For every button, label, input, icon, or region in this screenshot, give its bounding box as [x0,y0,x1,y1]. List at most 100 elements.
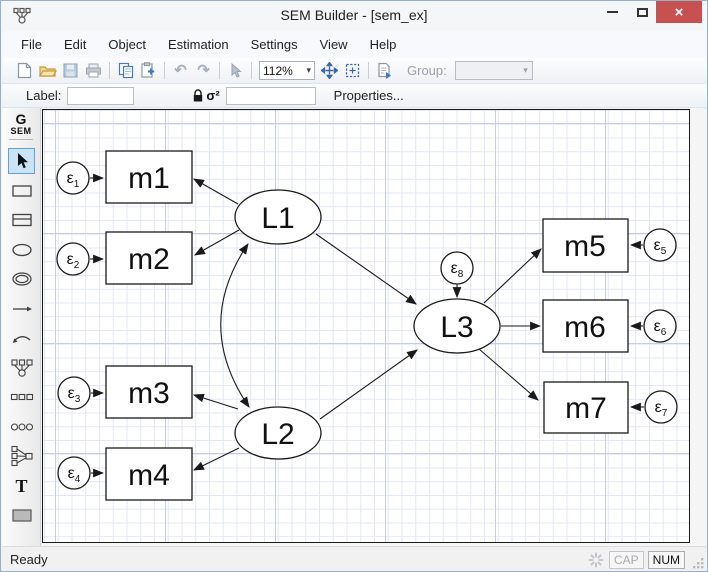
zoom-value: 112% [263,63,293,78]
group-label: Group: [407,63,447,78]
error-node-e3[interactable] [57,376,91,410]
path-L3-m7[interactable] [478,348,539,401]
title-bar: SEM Builder - [sem_ex] × [1,1,707,31]
copy-icon [118,62,133,79]
text-tool-icon: T [15,475,28,496]
path-L1-m2[interactable] [194,229,240,256]
area-icon [11,508,32,522]
sem-diagram: m1 m2 m3 m4 m5 m6 m7 L1 L2 L3 ε1 ε2 ε3 ε… [56,150,678,501]
open-button[interactable] [37,60,58,81]
variables-sheet-button[interactable] [374,60,395,81]
menu-view[interactable]: View [319,37,348,52]
observed-node-m4[interactable] [105,447,193,501]
path-L2-L3[interactable] [319,349,418,420]
path-L2-m3[interactable] [192,393,239,410]
label-bar: Label: σ² Properties... [2,84,707,108]
toolbar: ↶ ↷ 112% ▾ [2,58,707,84]
variance-input[interactable] [225,86,316,105]
close-button[interactable]: × [656,1,702,23]
error-node-e7[interactable] [644,390,678,424]
fit-arrows-icon [321,62,338,79]
sheet-arrow-icon [377,62,391,79]
latent-node-L2[interactable] [234,406,322,460]
svg-text:ε6: ε6 [654,318,667,338]
print-icon [86,63,101,78]
tool-add-generalized-response[interactable] [8,207,35,233]
tool-add-area[interactable] [8,502,35,528]
minimize-button[interactable] [599,1,625,23]
save-floppy-icon [63,63,78,78]
group-combobox[interactable]: ▾ [454,61,533,80]
maximize-icon [636,7,648,17]
tool-add-observed-variable[interactable] [8,178,35,204]
tool-add-regression-component[interactable] [8,443,35,469]
observed-set-icon [10,393,33,401]
error-node-e5[interactable] [643,228,677,262]
menu-object[interactable]: Object [108,37,146,52]
error-node-e4[interactable] [57,456,91,490]
menu-settings[interactable]: Settings [250,37,298,52]
tool-add-latent-variables-set[interactable] [8,414,35,440]
error-node-e6[interactable] [643,309,677,343]
error-node-e8[interactable] [440,251,474,285]
caps-lock-indicator: CAP [608,550,644,569]
minimize-icon [606,11,618,13]
undo-button[interactable]: ↶ [170,60,191,81]
tool-add-measurement-component[interactable] [8,355,35,381]
observed-node-m6[interactable] [542,299,629,353]
tool-add-observed-variables-set[interactable] [8,384,35,410]
tool-add-text[interactable]: T [8,473,35,499]
error-node-e1[interactable] [56,161,90,195]
observed-node-m1[interactable] [105,150,193,204]
ellipse-icon [11,243,32,257]
redo-button[interactable]: ↷ [193,60,214,81]
observed-node-m3[interactable] [105,365,193,419]
chevron-down-icon: ▾ [306,65,311,75]
properties-button[interactable]: Properties... [333,88,404,103]
menu-help[interactable]: Help [369,37,397,52]
path-L2-m4[interactable] [193,447,240,471]
tool-add-path[interactable] [8,296,35,322]
variance-symbol: σ² [206,88,220,103]
svg-text:ε8: ε8 [451,260,464,280]
fit-in-window-button[interactable] [319,60,340,81]
gsem-logo-top: G [15,111,27,127]
error-node-e2[interactable] [56,242,90,276]
regression-component-icon [10,445,33,467]
adjust-canvas-size-button[interactable] [342,60,363,81]
deselect-button[interactable] [225,60,246,81]
tool-add-covariance[interactable] [8,325,35,351]
tool-select-pointer[interactable] [8,148,35,174]
copy-button[interactable] [115,60,136,81]
menu-edit[interactable]: Edit [63,37,87,52]
window-title: SEM Builder - [sem_ex] [280,7,428,23]
save-button[interactable] [60,60,81,81]
canvas-area[interactable]: m1 m2 m3 m4 m5 m6 m7 L1 L2 L3 ε1 ε2 ε3 ε… [41,108,707,546]
menu-estimation[interactable]: Estimation [167,37,229,52]
latent-node-L3[interactable] [413,298,501,354]
banded-rectangle-icon [11,213,32,227]
maximize-button[interactable] [629,1,655,23]
path-L3-m5[interactable] [483,248,542,304]
tool-add-multilevel-latent[interactable] [8,266,35,292]
resize-grip[interactable] [693,557,705,570]
node-label-m5: m5 [564,230,606,263]
menu-file[interactable]: File [21,37,42,52]
paste-button[interactable] [138,60,159,81]
latent-node-L1[interactable] [234,189,322,245]
new-button[interactable] [14,60,35,81]
observed-node-m7[interactable] [543,381,629,434]
path-L1-L3[interactable] [315,233,417,305]
covariance-L1-L2[interactable] [220,243,250,408]
open-folder-icon [38,65,57,77]
observed-node-m2[interactable] [105,231,193,285]
label-input[interactable] [67,86,135,105]
main-area: G SEM [2,108,707,546]
tool-add-latent-variable[interactable] [8,237,35,263]
zoom-combobox[interactable]: 112% ▾ [259,61,315,80]
observed-node-m5[interactable] [542,218,629,273]
print-button[interactable] [83,60,104,81]
path-L1-m1[interactable] [193,178,239,205]
measurement-component-icon [10,359,33,377]
deselect-pointer-icon [231,62,242,78]
